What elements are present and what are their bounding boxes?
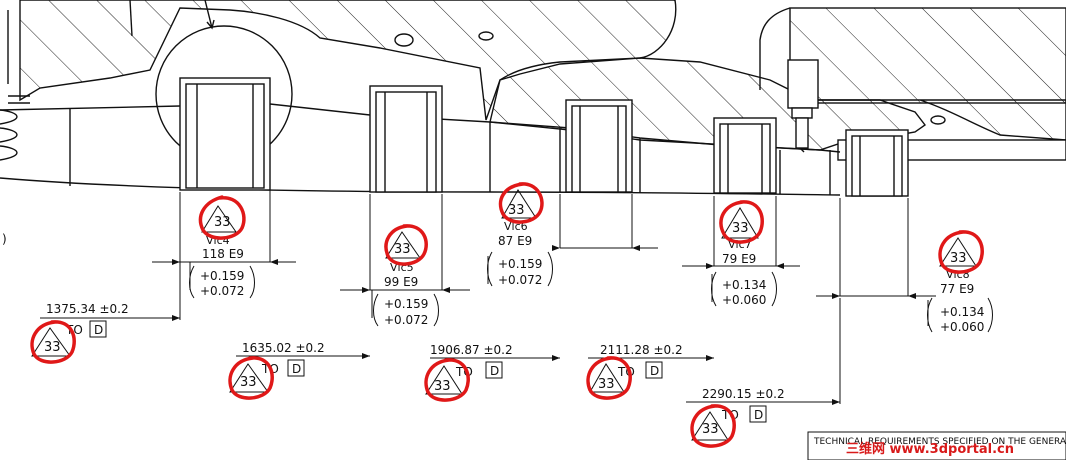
datum-box xyxy=(89,320,107,338)
bearing-seat-2 xyxy=(369,85,443,193)
tol-lower: +0.072 xyxy=(384,313,428,327)
fit-label: 87 E9 xyxy=(498,234,532,248)
datum-letter: D xyxy=(754,408,763,422)
bubble-number: 33 xyxy=(732,221,749,236)
fit-label: 79 E9 xyxy=(722,252,756,266)
bubble-number: 33 xyxy=(240,375,257,390)
watermark-text: 三维网 www.3dportal.cn xyxy=(846,441,1014,457)
tol-lower: +0.072 xyxy=(498,273,542,287)
tol-upper: +0.159 xyxy=(200,269,244,283)
datum-box xyxy=(485,361,503,379)
bearing-seat-1 xyxy=(179,77,271,191)
housing-section xyxy=(0,0,1066,197)
bubble-number: 33 xyxy=(44,340,61,355)
right-housing-lower xyxy=(818,99,1066,141)
inspection-triangles xyxy=(31,189,977,441)
shaft-bottom-edge xyxy=(0,177,841,196)
bubble-number: 33 xyxy=(394,242,411,257)
tol-lower: +0.072 xyxy=(200,284,244,298)
bubble-number: 33 xyxy=(950,251,967,266)
datum-box xyxy=(645,361,663,379)
position-value: 1635.02 ±0.2 xyxy=(242,341,325,355)
position-dims: 1375.34 ±0.2 TO D 33 1635.02 ±0.2 TO D 3… xyxy=(44,302,785,437)
bore-callout-3: Vlc6 87 E9 +0.159 +0.072 33 xyxy=(498,203,542,287)
bore-callouts: Vlc4 118 E9 +0.159 +0.072 33 Vlc5 99 E9 … xyxy=(200,203,984,334)
dimension-lines xyxy=(40,190,993,404)
title-block-note: TECHNICAL REQUIREMENTS SPECIFIED ON THE … xyxy=(813,437,1066,447)
bubble-number: 33 xyxy=(508,203,525,218)
position-value: 2111.28 ±0.2 xyxy=(600,343,683,357)
datum-letter: D xyxy=(94,323,103,337)
tol-lower: +0.060 xyxy=(722,293,766,307)
datum-letter: D xyxy=(650,364,659,378)
fit-label: 99 E9 xyxy=(384,275,418,289)
tol-upper: +0.134 xyxy=(940,305,984,319)
position-dim-5: 2290.15 ±0.2 TO D 33 xyxy=(702,387,785,437)
small-hole-3 xyxy=(930,115,946,125)
right-housing-curve xyxy=(759,7,791,90)
bubble-number: 33 xyxy=(214,215,231,230)
right-housing-block xyxy=(789,7,1066,104)
position-value: 1906.87 ±0.2 xyxy=(430,343,513,357)
tol-upper: +0.134 xyxy=(722,278,766,292)
red-markup-circles xyxy=(30,182,984,448)
datum-box xyxy=(287,359,305,377)
datum-letter: D xyxy=(292,362,301,376)
bearing-seat-4 xyxy=(713,117,777,194)
small-hole-1 xyxy=(394,33,414,47)
bubble-number: 33 xyxy=(702,422,719,437)
left-edge-fragment: ) xyxy=(2,232,7,246)
position-dim-4: 2111.28 ±0.2 TO D 33 xyxy=(598,343,683,392)
left-spring xyxy=(0,109,18,161)
bubble-number: 33 xyxy=(598,377,615,392)
arrowheads xyxy=(172,245,916,405)
tol-lower: +0.060 xyxy=(940,320,984,334)
tol-upper: +0.159 xyxy=(498,257,542,271)
bearing-seat-3 xyxy=(565,99,633,193)
position-value: 1375.34 ±0.2 xyxy=(46,302,129,316)
bore-callout-1: Vlc4 118 E9 +0.159 +0.072 33 xyxy=(200,215,244,298)
bubble-number: 33 xyxy=(434,379,451,394)
position-dim-1: 1375.34 ±0.2 TO D 33 xyxy=(44,302,129,355)
position-dim-2: 1635.02 ±0.2 TO D 33 xyxy=(240,341,325,390)
probe-body xyxy=(787,59,819,109)
bearing-seat-5 xyxy=(845,129,909,197)
tol-upper: +0.159 xyxy=(384,297,428,311)
position-value: 2290.15 ±0.2 xyxy=(702,387,785,401)
datum-box xyxy=(749,405,767,423)
title-block: TECHNICAL REQUIREMENTS SPECIFIED ON THE … xyxy=(807,431,1066,460)
fit-label: 77 E9 xyxy=(940,282,974,296)
datum-letter: D xyxy=(490,364,499,378)
fit-label: 118 E9 xyxy=(202,247,244,261)
small-hole-2 xyxy=(478,31,494,41)
